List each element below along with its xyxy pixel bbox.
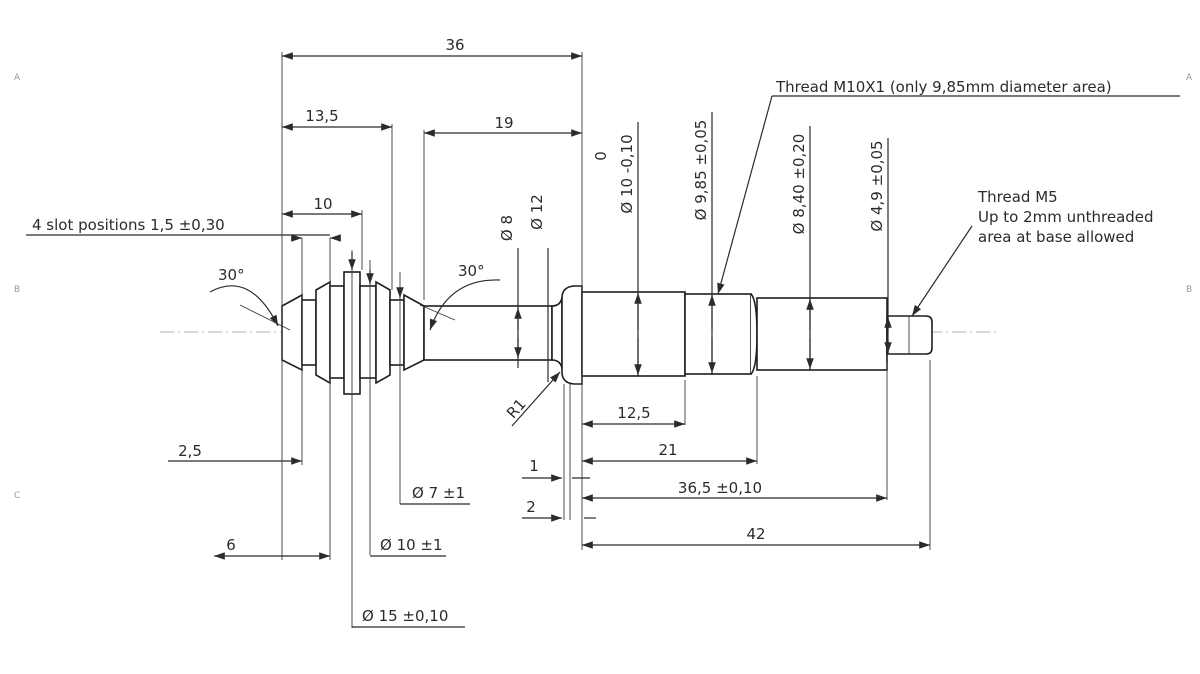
collar-dia12	[561, 285, 583, 385]
r1-label: R1	[503, 395, 530, 422]
frame-letter: C	[14, 491, 20, 501]
frame-letter: B	[14, 285, 20, 295]
horizontal-dimensions: 36 13,5 19 10 12,5 21 36,5 ±0,10 42 1 2 …	[26, 36, 930, 560]
thread-m5-line2: Up to 2mm unthreaded	[978, 208, 1154, 226]
dim-36-label: 36	[445, 36, 464, 54]
dia9-85-label: Ø 9,85 ±0,05	[692, 120, 710, 221]
dia7-label: Ø 7 ±1	[412, 484, 465, 502]
shaft-dia10	[581, 291, 686, 377]
left-cone	[281, 293, 303, 372]
angle-arc-mid	[429, 279, 501, 331]
tol-zero-label: 0	[592, 151, 610, 161]
fillet-r1	[551, 297, 563, 369]
dim-42-label: 42	[746, 525, 765, 543]
dim-19-label: 19	[494, 114, 513, 132]
frame-letter: A	[1186, 73, 1193, 83]
dim-12-5-label: 12,5	[617, 404, 650, 422]
dim-13-5-label: 13,5	[305, 107, 338, 125]
thread-runout	[750, 293, 758, 375]
shaft-dia8-40	[756, 297, 888, 371]
cone-segment	[315, 280, 331, 385]
thread-m5-leader	[911, 225, 973, 317]
dim-2-label: 2	[526, 498, 536, 516]
dim-10-label: 10	[313, 195, 332, 213]
extension-lines	[281, 52, 931, 628]
dim-2-5-label: 2,5	[178, 442, 202, 460]
dia10-tol-label: Ø 10 -0,10	[618, 134, 636, 213]
shaft-part	[281, 271, 933, 395]
slot-positions-label: 4 slot positions 1,5 ±0,30	[32, 216, 225, 234]
dia8-label: Ø 8	[498, 215, 516, 241]
flange-diameter-callouts: Ø 7 ±1 Ø 10 ±1 Ø 15 ±0,10	[348, 252, 470, 628]
frame-letter: A	[14, 73, 21, 83]
dim-36-5-label: 36,5 ±0,10	[678, 479, 762, 497]
dia15-label: Ø 15 ±0,10	[362, 607, 448, 625]
right-cone	[403, 293, 425, 372]
angle-arc-left	[209, 285, 279, 327]
dia10-label: Ø 10 ±1	[380, 536, 443, 554]
neck-dia8	[423, 305, 553, 361]
thread-m10	[684, 293, 752, 375]
shaft-segment	[389, 299, 405, 366]
vertical-diameter-dimensions: Ø 8 Ø 12 0 Ø 10 -0,10 Ø 9,85 ±0,05 Ø 8,4…	[498, 112, 892, 382]
angle-30-mid: 30°	[458, 262, 485, 280]
thread-notes: Thread M10X1 (only 9,85mm diameter area)…	[717, 78, 1180, 317]
cone-segment	[375, 280, 391, 385]
r1-callout: R1	[503, 371, 561, 427]
thread-m10-leader	[717, 95, 773, 295]
tip-dia4-9	[886, 315, 933, 355]
frame-zone-labels: A B C A B	[14, 73, 1193, 501]
shaft-segment	[301, 299, 317, 366]
dim-1-label: 1	[529, 457, 539, 475]
dia12-label: Ø 12	[528, 194, 546, 230]
dia8-40-label: Ø 8,40 ±0,20	[790, 134, 808, 235]
dia4-9-label: Ø 4,9 ±0,05	[868, 140, 886, 231]
shaft-segment	[329, 285, 345, 379]
dim-21-label: 21	[658, 441, 677, 459]
angle-callouts: 30° 30°	[209, 262, 501, 331]
frame-letter: B	[1186, 285, 1192, 295]
thread-m5-line3: area at base allowed	[978, 228, 1134, 246]
angle-30-left: 30°	[218, 266, 245, 284]
shaft-segment	[359, 285, 377, 379]
thread-m10-note: Thread M10X1 (only 9,85mm diameter area)	[775, 78, 1112, 96]
thread-m5-title: Thread M5	[977, 188, 1058, 206]
dim-6-label: 6	[226, 536, 236, 554]
